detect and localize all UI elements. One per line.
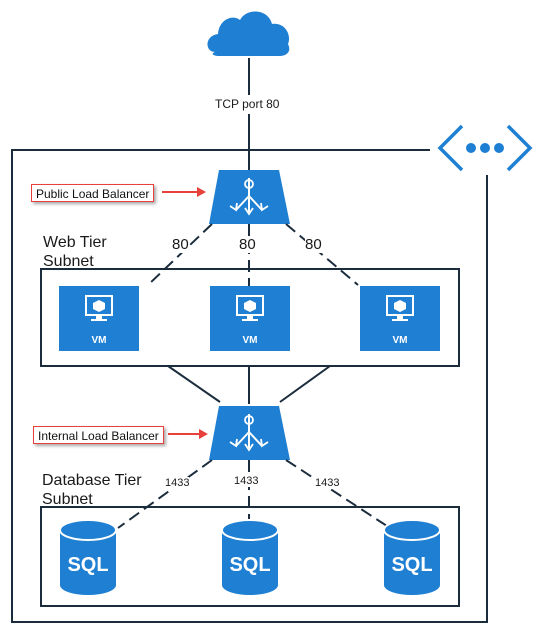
connector-db-left bbox=[117, 459, 213, 529]
database-tier-label-line1: Database Tier bbox=[42, 472, 142, 489]
sql-label: SQL bbox=[67, 554, 109, 576]
internal-load-balancer-callout: Internal Load Balancer bbox=[33, 426, 164, 444]
vm-label: VM bbox=[392, 335, 408, 346]
connector-to-internal-lb bbox=[279, 365, 331, 403]
db-port-label: 1433 bbox=[315, 477, 340, 489]
sql-database-icon bbox=[221, 519, 279, 595]
web-tier-label-line1: Web Tier bbox=[43, 234, 107, 251]
database-tier-label-line2: Subnet bbox=[42, 491, 93, 508]
virtual-network-icon bbox=[437, 124, 533, 172]
web-tier-label-line2: Subnet bbox=[43, 253, 94, 270]
web-port-label: 80 bbox=[305, 236, 322, 253]
vm-label: VM bbox=[242, 335, 258, 346]
internal-load-balancer-icon bbox=[209, 406, 290, 460]
db-port-label: 1433 bbox=[165, 477, 190, 489]
sql-database-icon bbox=[383, 519, 441, 595]
internet-port-label: TCP port 80 bbox=[213, 97, 282, 111]
connector-db-right bbox=[285, 459, 391, 529]
callout-arrow bbox=[199, 429, 208, 439]
sql-label: SQL bbox=[229, 554, 271, 576]
connector-web-left bbox=[147, 223, 213, 286]
db-port-label: 1433 bbox=[234, 475, 259, 487]
connector-to-internal-lb bbox=[167, 365, 221, 403]
web-port-label: 80 bbox=[172, 236, 189, 253]
public-load-balancer-callout: Public Load Balancer bbox=[31, 184, 155, 202]
vnet-border bbox=[11, 149, 488, 623]
vm-icon bbox=[386, 295, 414, 321]
web-port-label: 80 bbox=[239, 236, 256, 253]
callout-arrow bbox=[197, 187, 206, 197]
public-load-balancer-icon bbox=[209, 170, 290, 224]
vm-icon bbox=[236, 295, 264, 321]
cloud-icon bbox=[207, 11, 290, 57]
database-tier-subnet-box bbox=[40, 506, 460, 607]
vm-label: VM bbox=[91, 335, 107, 346]
connector-web-right bbox=[285, 223, 359, 286]
sql-label: SQL bbox=[391, 554, 433, 576]
vm-icon bbox=[85, 295, 113, 321]
sql-database-icon bbox=[59, 519, 117, 595]
